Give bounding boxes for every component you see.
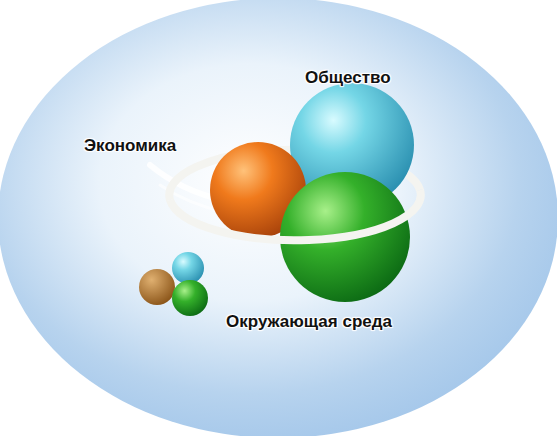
- sphere-label: Окружающая среда: [226, 312, 392, 332]
- sphere-label: Экономика: [84, 136, 176, 156]
- sphere-label: Общество: [305, 68, 391, 88]
